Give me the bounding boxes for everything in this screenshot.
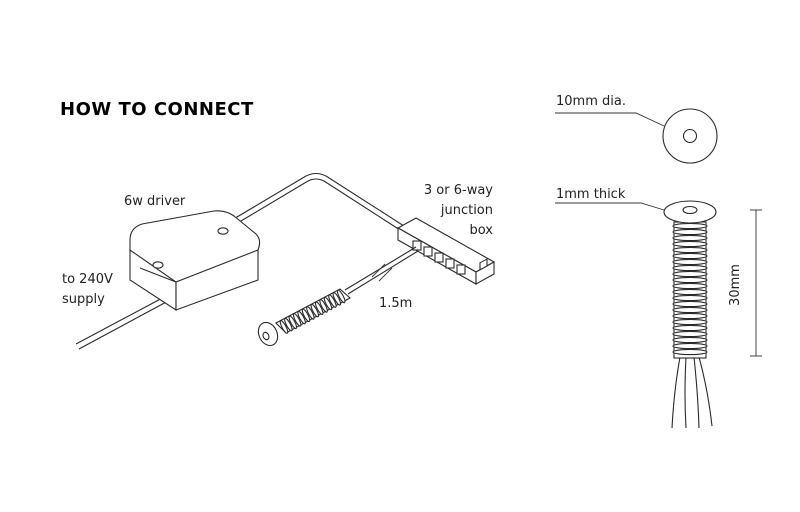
coil-ring (672, 246, 708, 254)
coil-ring (672, 228, 708, 236)
coil-ring (314, 301, 324, 316)
coil-ring (297, 310, 306, 325)
coil-ring (323, 296, 333, 311)
coil-ring (336, 289, 346, 304)
coil-ring (672, 342, 708, 350)
coil-ring (301, 308, 311, 323)
supply-label-line2: supply (62, 292, 105, 307)
coil-ring (279, 320, 289, 334)
coil-ring (672, 300, 708, 308)
diameter-label: 10mm dia. (556, 94, 626, 109)
coil-ring (672, 276, 708, 284)
coil-ring (672, 258, 708, 266)
driver-box (129, 210, 261, 312)
cable-length-label: 1.5m (379, 296, 412, 311)
coil-ring (672, 318, 708, 326)
height-label: 30mm (728, 264, 743, 306)
coil-ring (319, 299, 328, 313)
coil-ring (672, 264, 708, 272)
coil-ring (332, 291, 342, 306)
driver-screw-hole (152, 261, 164, 269)
height-dimension (750, 209, 762, 357)
fitting-coils (279, 289, 346, 334)
driver-to-junction-cable (231, 172, 405, 231)
coil-ring (672, 294, 708, 302)
junction-label-line2: junction (440, 203, 493, 218)
coil-ring (288, 315, 298, 330)
junction-label-line3: box (470, 223, 494, 238)
coil-ring (672, 312, 708, 320)
coil-ring (672, 222, 708, 230)
driver-screw-hole (217, 227, 229, 235)
coil-ring (310, 303, 320, 318)
junction-box (396, 217, 496, 285)
coil-ring (672, 288, 708, 296)
diagram-title: HOW TO CONNECT (60, 99, 254, 120)
coil-ring (328, 294, 337, 308)
mains-supply-cable (75, 294, 171, 350)
small-light-fitting (257, 288, 351, 347)
coil-ring (672, 270, 708, 278)
supply-label-line1: to 240V (62, 272, 113, 287)
fitting-coils (672, 222, 708, 356)
side-view-fitting (555, 200, 717, 429)
light-cable (344, 246, 419, 295)
coil-ring (672, 240, 708, 248)
coil-ring (292, 313, 302, 327)
coil-ring (672, 348, 708, 356)
coil-ring (672, 324, 708, 332)
coil-ring (672, 282, 708, 290)
coil-ring (284, 317, 293, 332)
thickness-label: 1mm thick (556, 187, 626, 202)
junction-label-line1: 3 or 6-way (424, 183, 493, 198)
driver-label: 6w driver (124, 194, 186, 209)
coil-ring (672, 336, 708, 344)
coil-ring (672, 252, 708, 260)
coil-ring (672, 306, 708, 314)
coil-ring (672, 330, 708, 338)
junction-end-port (479, 258, 488, 271)
coil-ring (306, 306, 315, 320)
top-view-fitting (555, 108, 718, 164)
coil-ring (672, 234, 708, 242)
junction-sockets (412, 240, 466, 275)
